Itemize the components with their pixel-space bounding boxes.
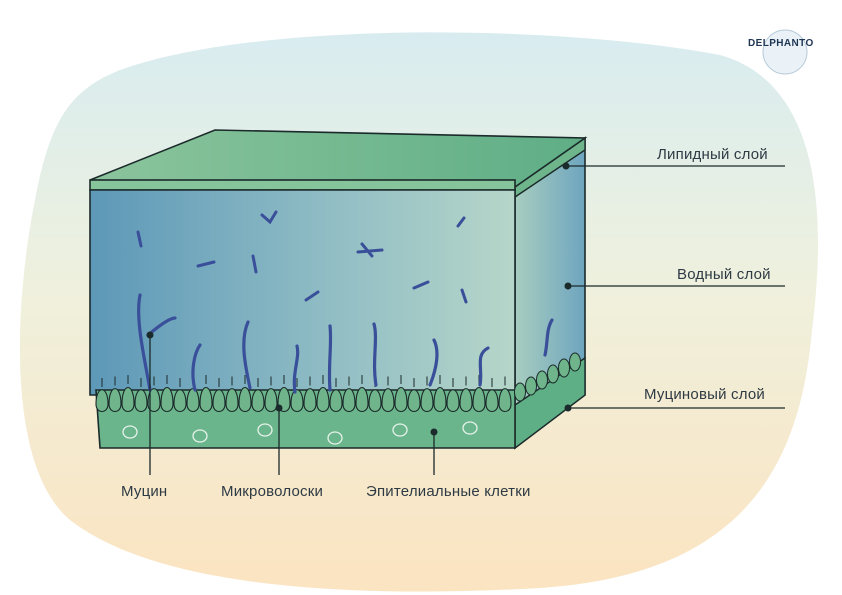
microvillus [446, 389, 460, 413]
cell-nucleus [462, 421, 478, 435]
epithelial-cell-nuclei [122, 421, 478, 445]
dot-lipid [562, 162, 570, 170]
microvillus [459, 388, 473, 413]
microvillus [186, 388, 200, 413]
microvillus [407, 389, 421, 413]
label-epithelial-cells: Эпителиальные клетки [366, 483, 531, 500]
label-microvilli: Микроволоски [221, 483, 324, 500]
floating-mucin [260, 210, 278, 225]
microvillus [355, 386, 369, 413]
label-aqueous-layer: Водный слой [677, 266, 771, 283]
microvillus [342, 388, 356, 413]
mucin-fiber [242, 320, 252, 390]
microvillus [329, 389, 343, 413]
lipid-layer-front [89, 179, 516, 191]
microvillus [160, 386, 174, 413]
microvillus [381, 388, 395, 413]
floating-mucin [136, 230, 143, 248]
microvillus [212, 389, 226, 413]
microvillus-side [536, 370, 548, 390]
microvillus-side [514, 382, 526, 402]
cell-nucleus [327, 431, 343, 445]
label-mucin-layer: Муциновый слой [644, 386, 765, 403]
microvillus [303, 388, 317, 413]
cell-nucleus [192, 429, 208, 443]
cell-nucleus [392, 423, 408, 437]
label-lipid-layer: Липидный слой [657, 146, 768, 163]
microvillus [485, 389, 499, 413]
mucin-fiber [292, 344, 300, 394]
floating-mucin [460, 288, 468, 304]
brand-logo: DELPHANTO [748, 38, 814, 49]
mucin-fiber [372, 322, 378, 387]
dot-microvilli [275, 404, 283, 412]
floating-mucin [251, 254, 258, 274]
microvillus [134, 389, 148, 413]
microvillus [290, 389, 304, 413]
microvillus [95, 389, 109, 413]
microvillus [173, 389, 187, 413]
microvillus [238, 386, 252, 413]
microvillus [420, 388, 434, 413]
logo-bubble [762, 29, 808, 75]
microvillus [433, 386, 447, 413]
microvillus [199, 386, 213, 413]
floating-mucin [356, 242, 384, 258]
floating-mucin [456, 216, 466, 228]
dot-epithelium [430, 428, 438, 436]
floating-mucin [304, 290, 320, 302]
mucin-fiber [191, 343, 202, 392]
aqueous-layer-front [89, 189, 516, 396]
mucin-fibers [136, 210, 554, 394]
floating-mucin [196, 260, 216, 268]
microvillus [108, 388, 122, 413]
microvillus [264, 388, 278, 413]
mucin-fiber [428, 338, 439, 387]
microvillus [251, 389, 265, 413]
cell-nucleus [257, 423, 273, 437]
microvillus [316, 386, 330, 413]
dot-mucin-layer [564, 404, 572, 412]
dot-aqueous [564, 282, 572, 290]
microvillus [225, 388, 239, 413]
microvillus-side [558, 358, 570, 378]
microvillus-side [569, 352, 581, 372]
microvillus [472, 386, 486, 413]
mucin-fiber [478, 346, 490, 387]
mucin-fiber [327, 324, 333, 392]
microvillus [394, 386, 408, 413]
label-mucin: Муцин [121, 483, 168, 500]
microvilli-row [95, 352, 581, 413]
mucin-fiber [543, 318, 554, 357]
dot-mucin [146, 331, 154, 339]
floating-mucin [412, 280, 430, 290]
microvillus-side [525, 376, 537, 396]
microvillus [498, 388, 512, 413]
microvillus [368, 389, 382, 413]
microvillus [121, 386, 135, 413]
cell-nucleus [122, 425, 138, 439]
microvillus-side [547, 364, 559, 384]
